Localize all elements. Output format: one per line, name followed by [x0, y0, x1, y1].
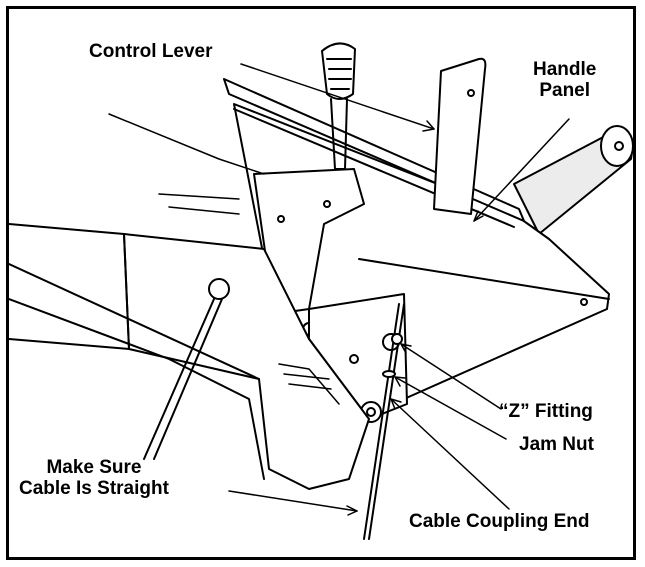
label-make-sure-line2: Cable Is Straight: [19, 478, 169, 499]
arrow-make-sure: [346, 505, 358, 516]
leader-lines: [228, 63, 570, 516]
label-z-fitting: “Z” Fitting: [499, 401, 593, 422]
leader-jam-nut: [394, 376, 507, 440]
arrow-cable-coupling-end: [390, 398, 402, 410]
right-cable: [363, 303, 405, 540]
label-cable-coupling-end: Cable Coupling End: [409, 511, 590, 532]
label-handle-panel: Handle Panel: [533, 59, 596, 101]
mower-deck: [9, 113, 370, 490]
handle-tube: [513, 125, 633, 235]
diagram-frame: Control Lever Handle Panel “Z” Fitting J…: [6, 6, 636, 560]
control-lever-plate: [433, 57, 487, 215]
label-jam-nut: Jam Nut: [519, 434, 594, 455]
arrow-jam-nut: [394, 376, 406, 387]
arrow-handle-panel: [473, 210, 484, 222]
leader-handle-panel: [473, 118, 570, 222]
leader-z-fitting: [400, 343, 502, 410]
leader-control-lever: [240, 63, 435, 130]
label-handle-panel-line1: Handle: [533, 59, 597, 80]
label-control-lever: Control Lever: [89, 41, 213, 62]
control-lever: [321, 42, 356, 170]
arrow-control-lever: [422, 120, 435, 132]
label-make-sure-cable-straight: Make Sure Cable Is Straight: [19, 457, 169, 499]
label-handle-panel-line2: Panel: [539, 80, 591, 101]
leader-make-sure: [228, 490, 358, 512]
left-cable: [143, 278, 230, 460]
mower-handle-illustration: [9, 42, 633, 540]
arrow-z-fitting: [400, 343, 412, 354]
leader-cable-coupling-end: [390, 398, 510, 510]
label-make-sure-line1: Make Sure: [46, 457, 142, 478]
